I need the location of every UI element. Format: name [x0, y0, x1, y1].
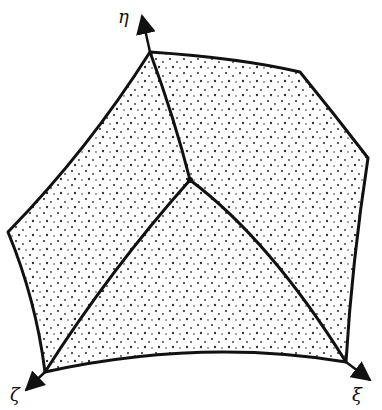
axis-label: ζ: [10, 386, 20, 404]
axis-label: ξ: [352, 386, 362, 404]
axis-label: η: [118, 8, 129, 26]
